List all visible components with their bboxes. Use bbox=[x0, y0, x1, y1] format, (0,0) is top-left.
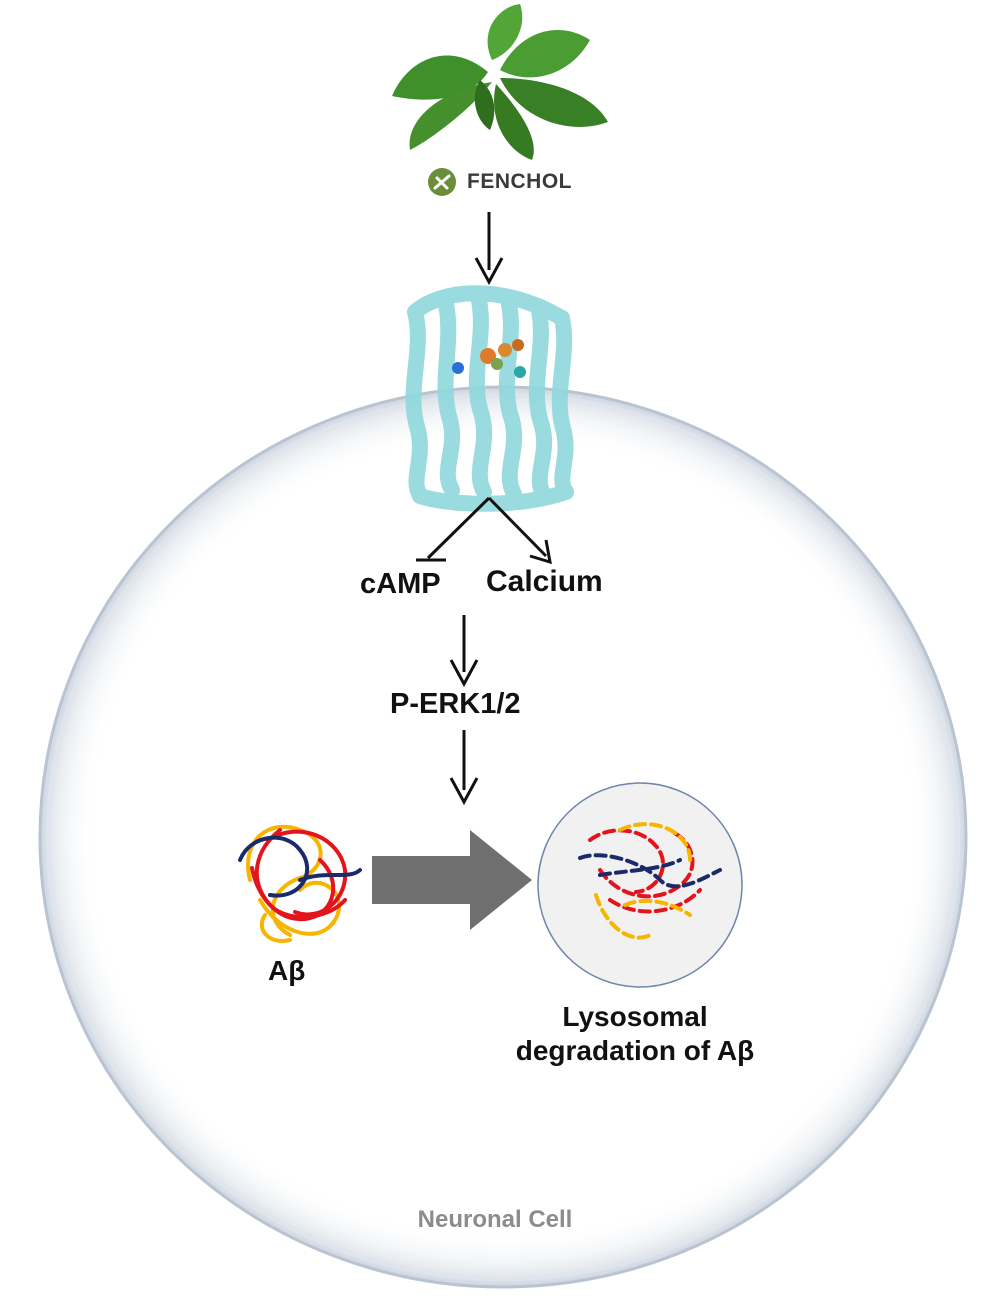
abeta-label: Aβ bbox=[268, 955, 306, 986]
degradation-block-arrow bbox=[372, 830, 532, 930]
inhibition-to-camp bbox=[416, 496, 491, 562]
neuronal-cell-label: Neuronal Cell bbox=[417, 1206, 573, 1233]
arrow-to-perk bbox=[449, 615, 479, 688]
basil-leaves-icon bbox=[392, 4, 608, 160]
receptor-ligand-icon bbox=[452, 339, 526, 378]
camp-label: cAMP bbox=[360, 568, 441, 600]
arrow-to-calcium bbox=[487, 496, 552, 565]
fenchol-logo-icon bbox=[428, 168, 456, 196]
calcium-label: Calcium bbox=[486, 565, 603, 598]
neuronal-cell bbox=[38, 385, 968, 1289]
fenchol-label: FENCHOL bbox=[467, 170, 572, 193]
lysosome-icon bbox=[537, 782, 743, 988]
arrow-fenchol-to-receptor bbox=[474, 212, 504, 286]
gpcr-receptor-icon bbox=[405, 285, 574, 512]
perk-label: P-ERK1/2 bbox=[390, 688, 521, 720]
lysosomal-degradation-label: Lysosomal degradation of Aβ bbox=[515, 1001, 755, 1066]
amyloid-aggregate-icon bbox=[238, 824, 362, 943]
arrow-from-perk bbox=[449, 730, 479, 806]
